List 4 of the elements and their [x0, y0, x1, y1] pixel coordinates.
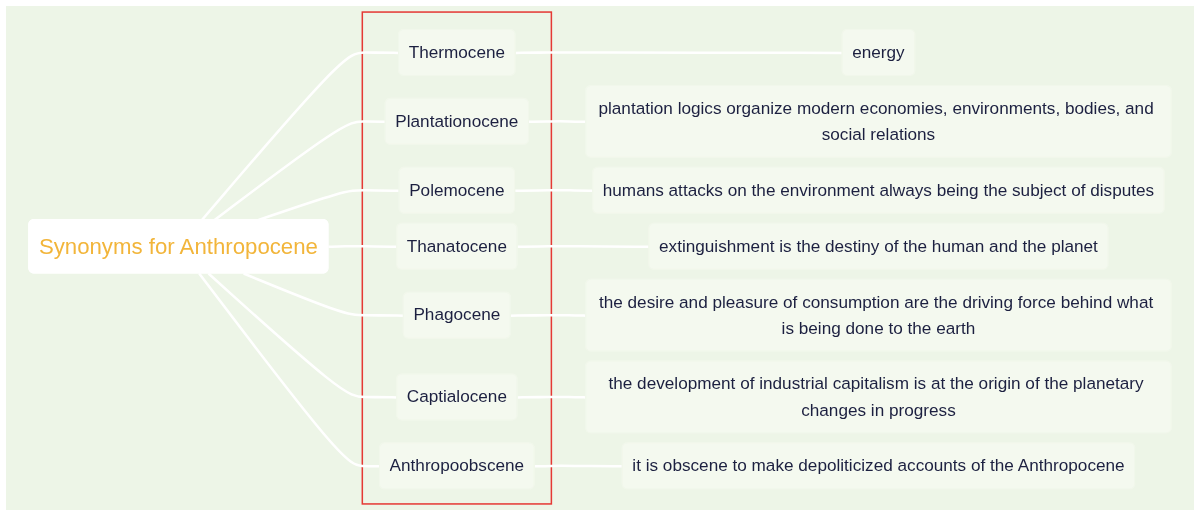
cluster [361, 11, 553, 505]
connector [200, 51, 400, 221]
connector [198, 272, 380, 468]
connector [243, 272, 404, 317]
